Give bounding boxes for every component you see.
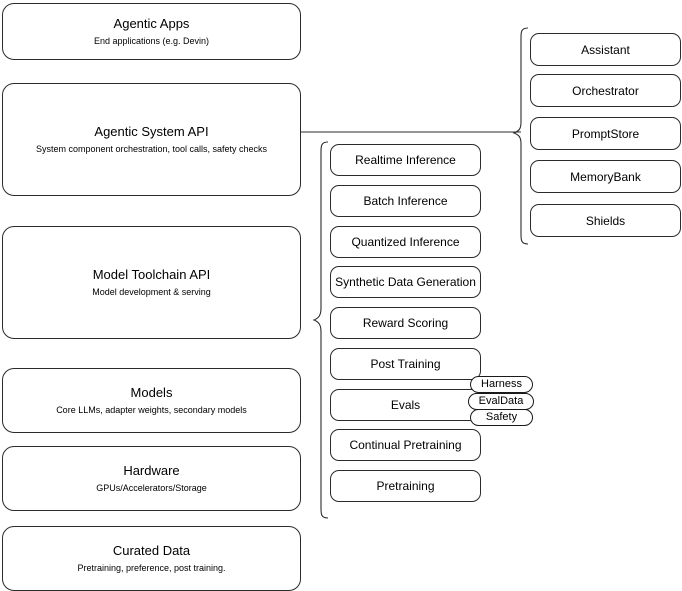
- capability-reward-scoring[interactable]: Reward Scoring: [330, 307, 481, 339]
- layer-title: Curated Data: [112, 542, 191, 558]
- layer-models[interactable]: Models Core LLMs, adapter weights, secon…: [2, 368, 301, 433]
- layer-model-toolchain-api[interactable]: Model Toolchain API Model development & …: [2, 226, 301, 339]
- system-component-orchestrator[interactable]: Orchestrator: [530, 74, 681, 107]
- capability-label: Evals: [390, 398, 421, 412]
- layer-subtitle: System component orchestration, tool cal…: [35, 143, 268, 154]
- capability-label: Realtime Inference: [355, 153, 456, 167]
- system-component-label: Orchestrator: [572, 83, 639, 98]
- system-component-assistant[interactable]: Assistant: [530, 33, 681, 66]
- system-api-connector: [301, 131, 521, 133]
- capability-synthetic-data-generation[interactable]: Synthetic Data Generation: [330, 266, 481, 298]
- evals-badge-label: Harness: [481, 378, 522, 390]
- system-component-label: MemoryBank: [570, 169, 641, 184]
- system-component-shields[interactable]: Shields: [530, 204, 681, 237]
- evals-badge-label: EvalData: [478, 395, 524, 407]
- capability-pretraining[interactable]: Pretraining: [330, 470, 481, 502]
- capability-label: Continual Pretraining: [349, 438, 462, 452]
- capability-continual-pretraining[interactable]: Continual Pretraining: [330, 429, 481, 461]
- layer-agentic-system-api[interactable]: Agentic System API System component orch…: [2, 83, 301, 196]
- evals-badge-evaldata[interactable]: EvalData: [468, 393, 534, 410]
- system-component-label: Assistant: [581, 42, 630, 57]
- capability-quantized-inference[interactable]: Quantized Inference: [330, 226, 481, 258]
- system-component-label: PromptStore: [571, 126, 640, 141]
- capability-label: Pretraining: [376, 479, 435, 493]
- layer-agentic-apps[interactable]: Agentic Apps End applications (e.g. Devi…: [2, 3, 301, 60]
- layer-hardware[interactable]: Hardware GPUs/Accelerators/Storage: [2, 446, 301, 511]
- capability-post-training[interactable]: Post Training: [330, 348, 481, 380]
- capability-label: Quantized Inference: [351, 235, 460, 249]
- system-component-label: Shields: [585, 213, 626, 228]
- capability-label: Batch Inference: [363, 194, 448, 208]
- evals-badge-safety[interactable]: Safety: [470, 409, 533, 426]
- capability-realtime-inference[interactable]: Realtime Inference: [330, 144, 481, 176]
- layer-title: Agentic Apps: [113, 15, 190, 31]
- capability-label: Post Training: [370, 357, 441, 371]
- layer-title: Models: [130, 384, 173, 400]
- layer-title: Model Toolchain API: [92, 266, 211, 282]
- system-components-brace: [512, 27, 529, 245]
- capability-batch-inference[interactable]: Batch Inference: [330, 185, 481, 217]
- evals-badge-label: Safety: [485, 411, 518, 423]
- layer-subtitle: Pretraining, preference, post training.: [77, 562, 226, 573]
- layer-subtitle: GPUs/Accelerators/Storage: [96, 482, 207, 493]
- layer-curated-data[interactable]: Curated Data Pretraining, preference, po…: [2, 526, 301, 591]
- toolchain-brace: [312, 141, 329, 519]
- layer-subtitle: Model development & serving: [92, 286, 211, 297]
- system-component-memorybank[interactable]: MemoryBank: [530, 160, 681, 193]
- system-component-promptstore[interactable]: PromptStore: [530, 117, 681, 150]
- capability-evals[interactable]: Evals: [330, 389, 481, 421]
- evals-badge-harness[interactable]: Harness: [470, 376, 533, 393]
- layer-title: Hardware: [123, 462, 180, 478]
- layer-subtitle: Core LLMs, adapter weights, secondary mo…: [56, 404, 247, 415]
- capability-label: Synthetic Data Generation: [335, 275, 476, 289]
- layer-title: Agentic System API: [94, 123, 209, 139]
- layer-subtitle: End applications (e.g. Devin): [93, 35, 210, 46]
- capability-label: Reward Scoring: [362, 316, 449, 330]
